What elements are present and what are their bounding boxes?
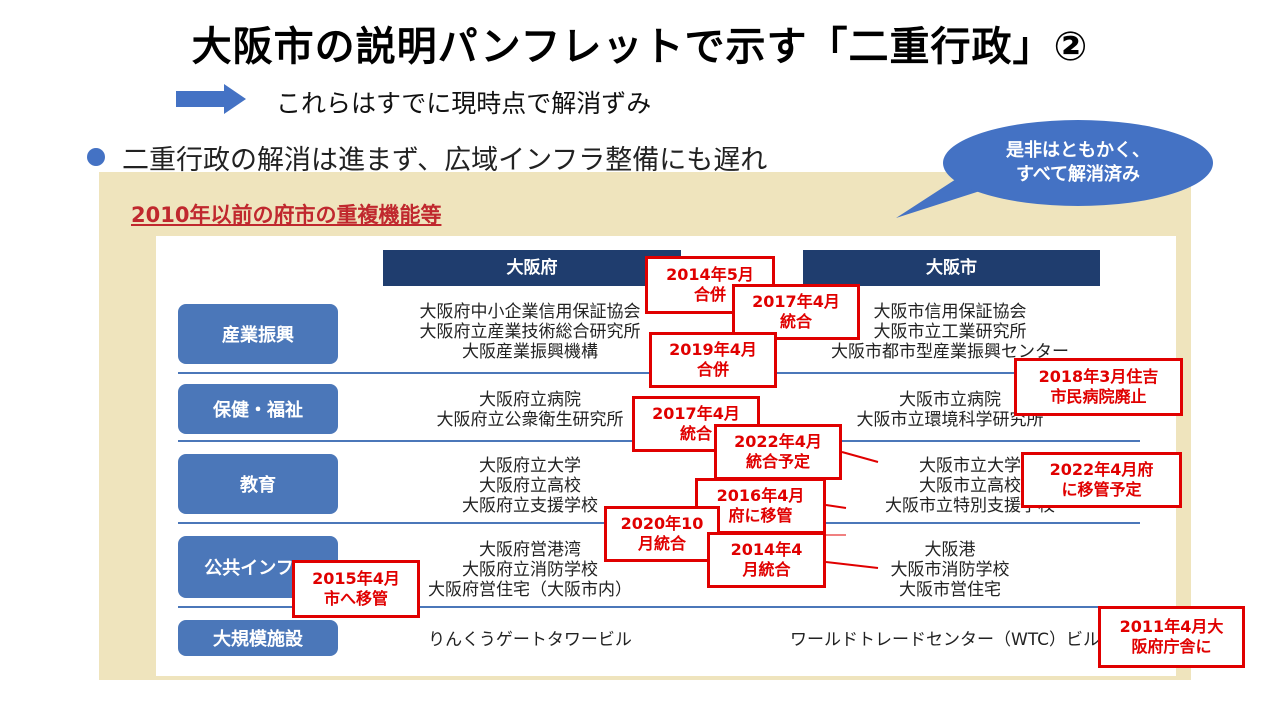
- cell-pref-facilities: りんくうゲートタワービル: [428, 630, 632, 650]
- row-label-industry: 産業振興: [178, 304, 338, 364]
- row-label-education: 教育: [178, 454, 338, 514]
- bullet-text: 二重行政の解消は進まず、広域インフラ整備にも遅れ: [122, 145, 768, 176]
- cell-city-infrastructure: 大阪港大阪市消防学校大阪市営住宅: [890, 540, 1010, 600]
- cell-pref-infrastructure: 大阪府営港湾大阪府立消防学校大阪府営住宅（大阪市内）: [428, 540, 632, 600]
- panel-title: 2010年以前の府市の重複機能等: [131, 203, 442, 227]
- annotation-box: 2017年4月統合: [732, 284, 860, 340]
- cell-city-facilities: ワールドトレードセンター（WTC）ビル: [789, 630, 1101, 650]
- cell-city-industry: 大阪市信用保証協会大阪市立工業研究所大阪市都市型産業振興センター: [831, 302, 1069, 362]
- cell-pref-education: 大阪府立大学大阪府立高校大阪府立支援学校: [462, 456, 598, 516]
- annotation-box: 2011年4月大阪府庁舎に: [1098, 606, 1245, 668]
- annotation-box: 2015年4月市へ移管: [292, 560, 420, 618]
- speech-bubble: 是非はともかく、すべて解消済み: [943, 120, 1213, 206]
- cell-city-education: 大阪市立大学大阪市立高校大阪市立特別支援学校: [885, 456, 1055, 516]
- column-header-city: 大阪市: [803, 250, 1100, 286]
- row-divider: [178, 606, 1140, 608]
- annotation-box: 2022年4月府に移管予定: [1021, 452, 1182, 508]
- annotation-box: 2019年4月合併: [649, 332, 777, 388]
- cell-city-health: 大阪市立病院大阪市立環境科学研究所: [856, 390, 1044, 430]
- row-label-health: 保健・福祉: [178, 384, 338, 434]
- annotation-box: 2022年4月統合予定: [714, 424, 842, 480]
- cell-pref-health: 大阪府立病院大阪府立公衆衛生研究所: [436, 390, 624, 430]
- row-label-facilities: 大規模施設: [178, 620, 338, 656]
- right-arrow-icon: [176, 84, 246, 114]
- bullet-dot-icon: [87, 148, 105, 166]
- page-title: 大阪市の説明パンフレットで示す「二重行政」②: [191, 24, 1089, 70]
- resolved-note: これらはすでに現時点で解消ずみ: [276, 89, 652, 118]
- annotation-box: 2018年3月住吉市民病院廃止: [1014, 358, 1183, 416]
- column-header-pref: 大阪府: [383, 250, 681, 286]
- cell-pref-industry: 大阪府中小企業信用保証協会大阪府立産業技術総合研究所大阪産業振興機構: [419, 302, 641, 362]
